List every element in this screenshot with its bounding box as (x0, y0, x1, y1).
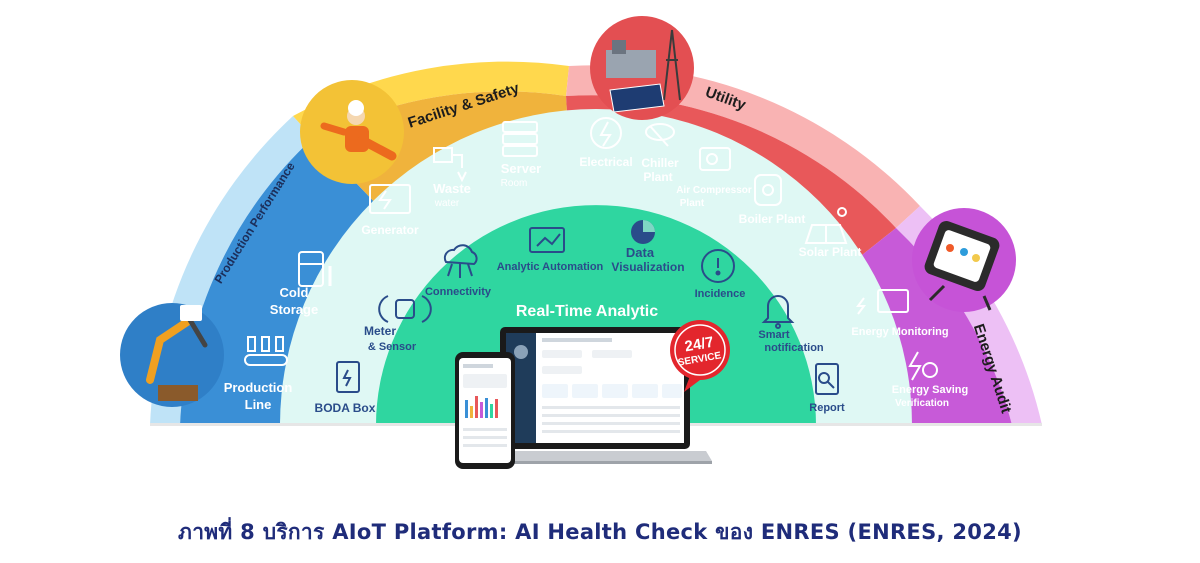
energy-saving-label-1: Energy Saving (892, 384, 968, 396)
service-badge (670, 320, 730, 392)
aiot-diagram: Production Performance Facility & Safety… (120, 16, 1042, 469)
incidence-icon (701, 249, 735, 283)
core-title: Real-Time Analytic (516, 303, 658, 320)
incidence-label: Incidence (695, 288, 746, 300)
solar-panel-icon (804, 207, 848, 244)
robot-screen-icon (180, 305, 202, 321)
production-line-label-1: Production (224, 380, 293, 395)
connectivity-icon (443, 244, 478, 278)
boiler-icon (754, 174, 782, 206)
analytic-automation-icon (529, 227, 565, 253)
wastewater-label-2: water (434, 198, 460, 209)
generator-icon (369, 184, 411, 214)
air-compressor-label-1: Air Compressor (676, 185, 752, 196)
production-sector (180, 138, 382, 425)
analytic-automation-label: Analytic Automation (497, 261, 604, 273)
report-icon (815, 363, 839, 395)
boda-box-icon (336, 361, 360, 393)
generator-label: Generator (361, 223, 419, 237)
phone-icon (455, 352, 515, 469)
dataviz-label-1: Data (626, 245, 655, 260)
server-icon (502, 121, 538, 157)
smart-notification-label-2: notification (764, 342, 824, 354)
chiller-icon (645, 123, 675, 147)
server-room-label-2: Room (501, 178, 528, 189)
wastewater-label-1: Waste (433, 181, 471, 196)
meter-sensor-icon (378, 295, 432, 323)
data-visualization-icon (631, 220, 655, 244)
powerplant-icon (606, 29, 681, 113)
air-compressor-label-2: Plant (680, 198, 705, 209)
laptop-icon (478, 327, 712, 464)
fridge-icon (298, 251, 332, 287)
electrical-icon (590, 117, 622, 149)
server-room-label-1: Server (501, 161, 541, 176)
figure-caption: ภาพที่ 8 บริการ AIoT Platform: AI Health… (178, 520, 1022, 544)
facility-band (293, 61, 569, 138)
electrical-label: Electrical (579, 155, 632, 169)
energy-saving-label-2: Verification (895, 398, 949, 409)
cold-storage-label-1: Cold (280, 285, 309, 300)
boda-box-label: BODA Box (315, 401, 376, 415)
bell-icon (761, 295, 795, 329)
cold-storage-label-2: Storage (270, 302, 318, 317)
meter-label-2: & Sensor (368, 341, 417, 353)
dataviz-label-2: Visualization (611, 260, 684, 274)
engineer-icon (320, 100, 397, 161)
boiler-label: Boiler Plant (739, 212, 806, 226)
chiller-label-2: Plant (643, 170, 672, 184)
solar-label: Solar Plant (799, 245, 862, 259)
wastewater-icon (433, 147, 467, 183)
report-label: Report (809, 402, 845, 414)
box-icon (158, 385, 198, 401)
conveyor-icon (244, 336, 288, 366)
robot-arm-icon (146, 316, 208, 384)
connectivity-label: Connectivity (425, 286, 492, 298)
energy-monitoring-label: Energy Monitoring (851, 326, 948, 338)
energy-saving-icon (908, 351, 938, 381)
energy-device-icon (924, 220, 1000, 311)
air-compressor-icon (699, 147, 731, 171)
meter-label-1: Meter (364, 324, 396, 338)
production-line-label-2: Line (245, 397, 272, 412)
energy-monitoring-icon (856, 289, 909, 315)
smart-notification-label-1: Smart (758, 329, 790, 341)
badge-line-1: 24/7 (683, 334, 715, 356)
chiller-label-1: Chiller (641, 156, 679, 170)
